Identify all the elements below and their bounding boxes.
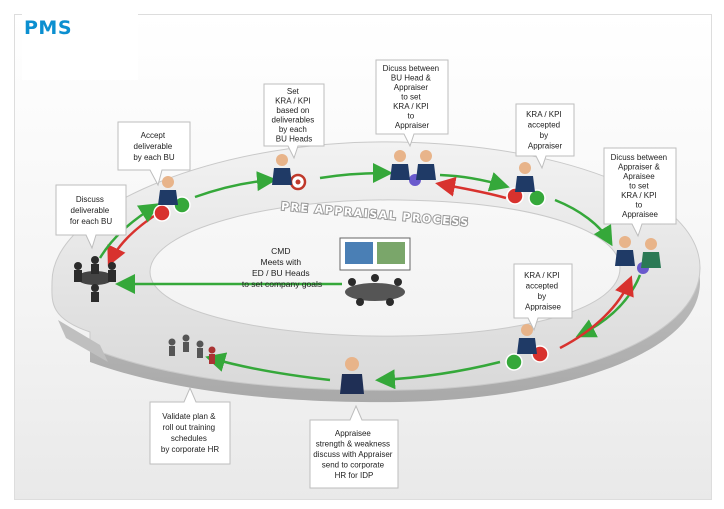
person-icon bbox=[272, 154, 292, 185]
bubble-line: by bbox=[538, 292, 546, 301]
person-icon bbox=[515, 162, 535, 192]
svg-text:KRA / KPI accepted: KRA / KPI accepted by Appraiser bbox=[526, 110, 564, 151]
reject-icon bbox=[153, 204, 171, 222]
arrow-accepted-to-appraisee bbox=[559, 275, 634, 350]
bubble-line: Appraiser bbox=[528, 142, 563, 151]
arrow-bu-to-set bbox=[194, 171, 277, 199]
two-people-icon bbox=[615, 236, 661, 268]
bubble-accepted-appraiser: KRA / KPI accepted by Appraiser bbox=[515, 103, 575, 170]
bubble-line: by bbox=[540, 131, 548, 140]
bubble-line: KRA / KPI bbox=[275, 97, 311, 106]
bubble-line: deliverable bbox=[71, 206, 110, 215]
arrow-accept-to-discuss bbox=[435, 176, 507, 200]
approve-icon bbox=[505, 353, 523, 371]
bubble-line: Set bbox=[287, 87, 300, 96]
svg-text:Dicuss between BU He: Dicuss between BU Head & Appraiser to se… bbox=[383, 64, 442, 130]
arrow-set-to-discuss bbox=[319, 163, 393, 184]
page-title: PMS bbox=[24, 17, 73, 39]
bubble-line: based on bbox=[276, 106, 309, 115]
bubble-line: Appraisee bbox=[525, 303, 562, 312]
bubble-set-kra: Set KRA / KPI based on deliverables by e… bbox=[263, 83, 325, 160]
bubble-line: accepted bbox=[526, 282, 558, 291]
bubble-line: Dicuss between bbox=[383, 64, 439, 73]
bubble-line: KRA / KPI bbox=[526, 110, 562, 119]
bubble-line: schedules bbox=[171, 434, 207, 443]
two-people-icon bbox=[390, 150, 436, 180]
svg-text:Validate plan & roll: Validate plan & roll out training schedu… bbox=[161, 412, 219, 454]
arrow-accepted-to-strength bbox=[375, 360, 501, 390]
center-goal-text: CMD Meets with ED / BU Heads to set comp… bbox=[242, 246, 322, 289]
svg-text:Dicuss between Appra: Dicuss between Appraiser & Apraisee to s… bbox=[611, 153, 670, 219]
person-icon bbox=[158, 176, 178, 205]
svg-text:Discuss deliverable: Discuss deliverable for each BU bbox=[70, 195, 112, 226]
center-line: Meets with bbox=[261, 257, 302, 267]
approve-icon bbox=[528, 189, 546, 207]
bubble-line: Appraiser & bbox=[618, 163, 660, 172]
bubble-line: strength & weakness bbox=[316, 440, 390, 449]
bubble-line: Accept bbox=[141, 131, 166, 140]
bubble-discuss-deliverable: Discuss deliverable for each BU bbox=[55, 184, 127, 250]
bubble-line: to bbox=[408, 112, 415, 121]
bubble-line: Appraisee bbox=[335, 429, 372, 438]
bubble-line: deliverables bbox=[272, 116, 315, 125]
bubble-validate-plan: Validate plan & roll out training schedu… bbox=[149, 386, 231, 465]
person-icon bbox=[517, 324, 537, 354]
bubble-line: BU Head & bbox=[391, 74, 432, 83]
person-icon bbox=[340, 357, 364, 394]
ring-gap-cut bbox=[58, 320, 108, 362]
process-ring: PRE APPRAISAL PROCESS bbox=[51, 141, 701, 403]
center-line: to set company goals bbox=[242, 279, 322, 289]
flow-arrows bbox=[98, 163, 642, 390]
arrow-strength-to-hr bbox=[205, 352, 331, 382]
title-box bbox=[22, 14, 138, 80]
bubble-line: HR for IDP bbox=[335, 471, 374, 480]
bubble-line: deliverable bbox=[134, 142, 173, 151]
cmd-meeting-icon bbox=[339, 237, 411, 306]
bubble-line: by each bbox=[279, 125, 307, 134]
bubble-accept-deliverable: Accept deliverable by each BU bbox=[117, 121, 191, 187]
bubble-line: accepted bbox=[528, 121, 560, 130]
bubble-line: KRA / KPI bbox=[393, 102, 429, 111]
bubble-line: by corporate HR bbox=[161, 445, 219, 454]
bubble-line: to set bbox=[401, 93, 421, 102]
bubble-line: discuss with Appraiser bbox=[313, 450, 392, 459]
ring-label: PRE APPRAISAL PROCESS bbox=[281, 200, 471, 229]
bubble-line: Appraiser bbox=[395, 121, 430, 130]
target-center-icon bbox=[295, 179, 301, 185]
bubble-line: send to corporate bbox=[322, 461, 385, 470]
bubble-line: Validate plan & bbox=[162, 412, 216, 421]
svg-text:Appraisee strength &: Appraisee strength & weakness discuss wi… bbox=[313, 429, 394, 480]
training-group-icon bbox=[168, 334, 216, 364]
arrow-accept-to-appraisee bbox=[554, 198, 613, 247]
bubble-line: Discuss bbox=[76, 195, 104, 204]
bubble-discuss-appraisee: Dicuss between Appraiser & Apraisee to s… bbox=[603, 147, 677, 238]
arrow-discuss-to-accept bbox=[439, 172, 510, 192]
bubble-line: to bbox=[636, 201, 643, 210]
bubbles: Discuss deliverable for each BU Accept d… bbox=[55, 59, 677, 489]
svg-text:Accept deliverable: Accept deliverable by each BU bbox=[133, 131, 175, 162]
bubble-line: Apraisee bbox=[623, 172, 655, 181]
bubble-line: Appraiser bbox=[394, 83, 429, 92]
bubble-line: roll out training bbox=[163, 423, 215, 432]
meeting-table-icon bbox=[74, 256, 116, 302]
bubble-line: to set bbox=[629, 182, 649, 191]
bubble-line: KRA / KPI bbox=[621, 191, 657, 200]
bubble-line: for each BU bbox=[70, 217, 112, 226]
bubble-strength-weakness: Appraisee strength & weakness discuss wi… bbox=[309, 404, 399, 489]
center-line: CMD bbox=[271, 246, 290, 256]
svg-text:KRA / KPI accepted: KRA / KPI accepted by Appraisee bbox=[524, 271, 562, 312]
people-figures bbox=[74, 150, 661, 394]
bubble-line: BU Heads bbox=[276, 135, 312, 144]
svg-text:Set KRA / KPI: Set KRA / KPI based on deliverables by e… bbox=[272, 87, 317, 144]
bubble-discuss-bu-head: Dicuss between BU Head & Appraiser to se… bbox=[375, 59, 449, 148]
bubble-line: KRA / KPI bbox=[524, 271, 560, 280]
bubble-accepted-appraisee: KRA / KPI accepted by Appraisee bbox=[513, 263, 573, 332]
center-line: ED / BU Heads bbox=[252, 268, 310, 278]
bubble-line: Dicuss between bbox=[611, 153, 667, 162]
bubble-line: Appraisee bbox=[622, 210, 659, 219]
bubble-line: by each BU bbox=[133, 153, 175, 162]
